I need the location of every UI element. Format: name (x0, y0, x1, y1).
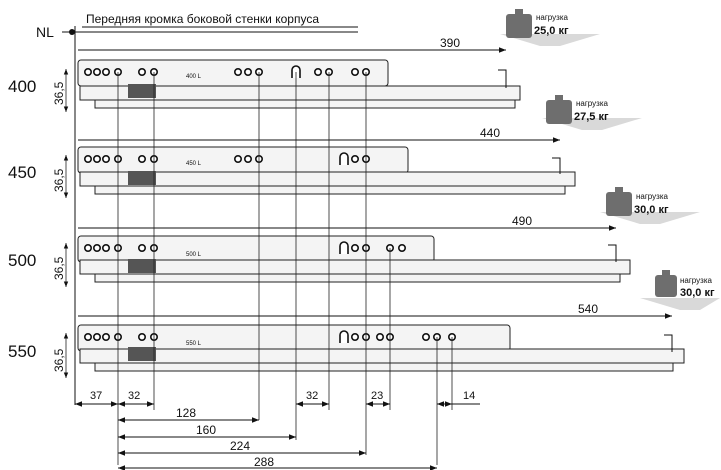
dim-224: 224 (230, 439, 250, 453)
dim-288: 288 (254, 455, 274, 469)
slide-rail-runner (79, 259, 631, 275)
rear-hook (552, 157, 561, 174)
slide-mechanism (128, 84, 156, 98)
dim-128: 128 (176, 406, 196, 420)
model-label: 450 L (186, 161, 202, 167)
length-label: 390 (440, 36, 460, 50)
slide-row-550: 550 36,5 540 550 L нагрузка 30,0 кг (8, 270, 720, 378)
dim-32-right: 32 (306, 390, 318, 402)
load-badge: нагрузка 30,0 кг (600, 187, 700, 224)
rear-hook (664, 334, 673, 352)
slide-rail-bottom (94, 273, 621, 283)
load-value: 25,0 кг (534, 25, 569, 37)
weight-icon (655, 275, 677, 297)
weight-icon (606, 192, 632, 216)
dim-37: 37 (90, 390, 102, 402)
size-label: 500 (8, 251, 36, 270)
load-badge: нагрузка 27,5 кг (542, 95, 642, 130)
rear-hook (608, 244, 617, 262)
size-label: 400 (8, 77, 36, 96)
slide-rail-bottom (94, 99, 516, 109)
mounting-holes (84, 330, 456, 343)
size-label: 450 (8, 163, 36, 182)
length-label: 490 (512, 214, 532, 228)
reference-lines (117, 72, 453, 465)
dim-23: 23 (371, 390, 383, 402)
bottom-dimensions: 37 32 32 23 14 128 160 224 288 (75, 390, 480, 470)
slide-mechanism (128, 171, 156, 185)
dim-160: 160 (196, 423, 216, 437)
load-value: 30,0 кг (634, 204, 669, 216)
model-label: 550 L (186, 341, 202, 347)
height-label: 36,5 (52, 256, 66, 280)
height-label: 36,5 (52, 81, 66, 105)
weight-icon (506, 14, 532, 38)
load-value: 27,5 кг (574, 111, 609, 123)
length-label: 440 (480, 126, 500, 140)
load-badge: нагрузка 30,0 кг (640, 270, 720, 310)
slide-row-500: 500 36,5 490 500 L нагрузка 30,0 кг (8, 187, 700, 287)
rear-hook (498, 69, 507, 88)
slide-row-450: 450 36,5 440 450 L нагрузка 27,5 кг (8, 95, 642, 198)
nl-label: NL (36, 24, 54, 40)
slide-rail-bottom (94, 185, 566, 195)
load-label: нагрузка (636, 192, 668, 201)
slide-rail-runner (79, 348, 685, 364)
slide-mechanism (128, 347, 156, 361)
slide-rail-top (77, 235, 435, 263)
model-label: 400 L (186, 74, 202, 80)
model-label: 500 L (186, 252, 202, 258)
mounting-holes (84, 241, 406, 254)
dim-32-left: 32 (128, 390, 140, 402)
load-label: нагрузка (536, 13, 568, 22)
size-label: 550 (8, 342, 36, 361)
load-value: 30,0 кг (680, 287, 715, 299)
weight-icon (546, 100, 572, 124)
load-badge: нагрузка 25,0 кг (500, 9, 600, 46)
slide-rail-bottom (94, 362, 674, 372)
mounting-holes (84, 65, 370, 78)
slide-row-400: 400 36,5 390 400 L нагрузка 25,0 кг (8, 9, 600, 112)
load-label: нагрузка (576, 99, 608, 108)
length-label: 540 (578, 302, 598, 316)
slide-rail-top (77, 59, 389, 87)
front-edge-label: Передняя кромка боковой стенки корпуса (86, 12, 319, 26)
slide-mechanism (128, 259, 156, 273)
load-label: нагрузка (680, 276, 712, 285)
dim-14: 14 (463, 390, 475, 402)
height-label: 36,5 (52, 168, 66, 192)
nl-origin-dot (69, 29, 75, 35)
height-label: 36,5 (52, 348, 66, 372)
